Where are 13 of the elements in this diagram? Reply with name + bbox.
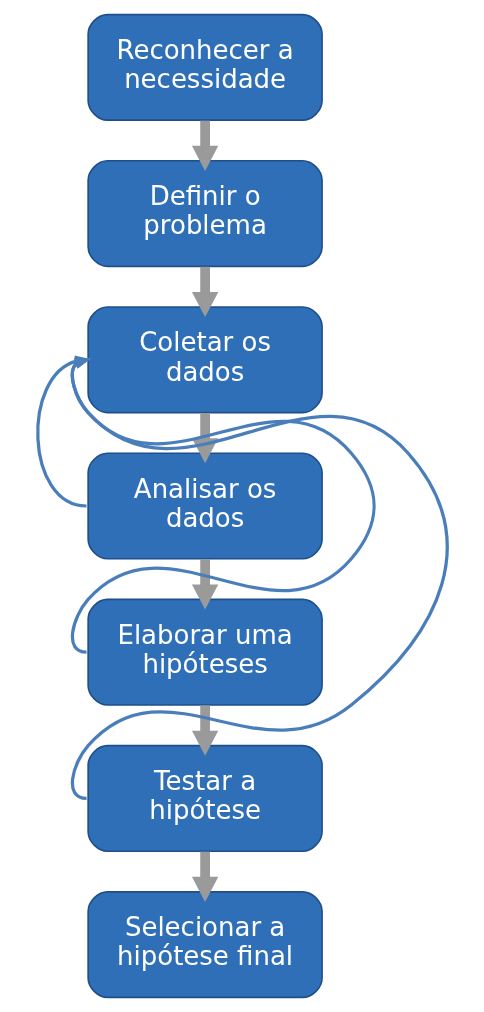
- node-box: Coletar os dados: [86, 306, 323, 414]
- arrow: [191, 559, 218, 610]
- arrow: [191, 851, 218, 902]
- node-box: Elaborar uma hipóteses: [86, 598, 323, 706]
- node-box: Analisar os dados: [86, 452, 323, 560]
- node-box: Testar a hipótese: [86, 744, 323, 853]
- arrow: [191, 705, 218, 756]
- arrow: [191, 120, 218, 171]
- node-box: Definir o problema: [86, 159, 323, 268]
- node-box: Selecionar a hipótese final: [86, 891, 323, 999]
- node-box: Reconhecer a necessidade: [86, 13, 323, 121]
- arrow: [191, 266, 218, 318]
- arrow: [191, 413, 218, 464]
